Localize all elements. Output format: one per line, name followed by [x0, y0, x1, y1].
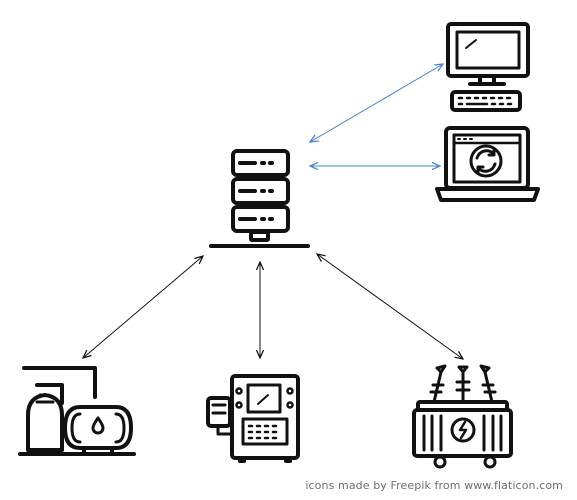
link-server-tank [83, 256, 203, 358]
power-transformer-icon [412, 364, 513, 469]
links [83, 64, 463, 359]
storage-tank-icon [18, 366, 136, 456]
laptop-sync-icon [435, 126, 540, 202]
desktop-computer-icon [446, 22, 530, 112]
link-server-transformer [317, 254, 463, 359]
server-rack-icon [209, 149, 310, 248]
attribution-text: icons made by Freepik from www.flaticon.… [305, 479, 563, 492]
link-server-desktop [310, 64, 443, 142]
control-panel-icon [206, 374, 300, 463]
